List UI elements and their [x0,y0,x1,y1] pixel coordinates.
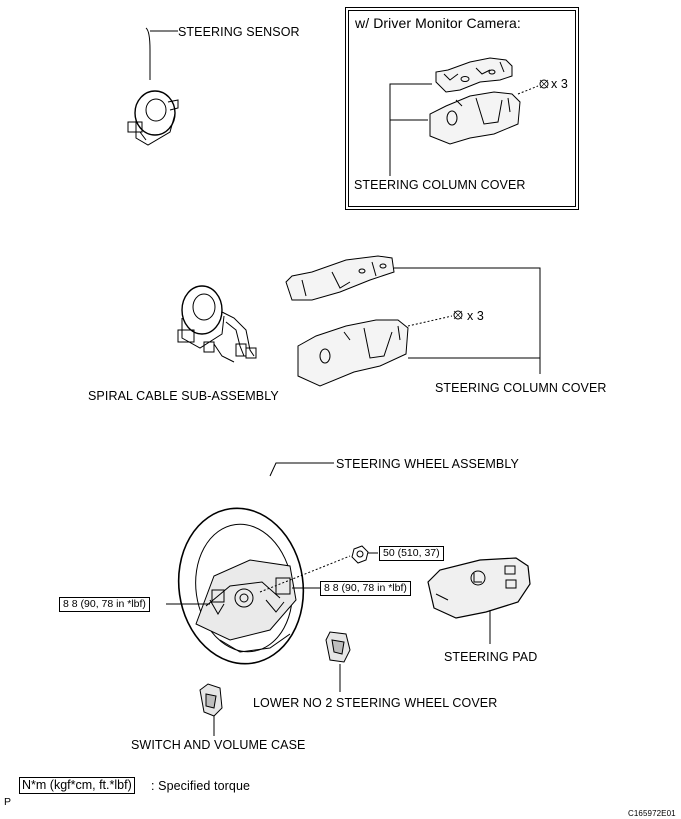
driver-monitor-camera-inset-inner [348,10,576,207]
driver-monitor-camera-inset [345,7,579,210]
right-bolt-torque-box: 8 8 (90, 78 in *lbf) [320,581,411,596]
camera-inset-title: w/ Driver Monitor Camera: [355,15,521,31]
steering-sensor-label: STEERING SENSOR [178,25,300,39]
column-cover-part [285,255,541,387]
spiral-cable-label: SPIRAL CABLE SUB-ASSEMBLY [88,389,279,403]
steering-sensor-part [127,27,179,146]
spiral-cable-part [177,285,257,363]
camera-screw-quantity: x 3 [551,77,568,91]
steering-wheel-part [166,462,378,665]
lower-no2-cover-label: LOWER NO 2 STEERING WHEEL COVER [253,696,498,710]
switch-volume-case-part [199,683,223,736]
torque-legend-text: : Specified torque [151,779,251,793]
column-screw-quantity: x 3 [467,309,484,323]
steering-wheel-assembly-label: STEERING WHEEL ASSEMBLY [336,457,519,471]
figure-code: C165972E01 [628,809,676,818]
page-mark: P [4,796,12,808]
camera-column-cover-part [389,57,549,176]
nut-torque-box: 50 (510, 37) [379,546,444,561]
torque-unit-legend-box: N*m (kgf*cm, ft.*lbf) [19,777,135,794]
camera-column-cover-label: STEERING COLUMN COVER [354,178,526,192]
steering-pad-part [427,557,531,644]
column-cover-label: STEERING COLUMN COVER [435,381,607,395]
left-bolt-torque-box: 8 8 (90, 78 in *lbf) [59,597,150,612]
switch-volume-case-label: SWITCH AND VOLUME CASE [131,738,306,752]
lower-no2-cover-part [325,631,351,692]
steering-pad-label: STEERING PAD [444,650,538,664]
